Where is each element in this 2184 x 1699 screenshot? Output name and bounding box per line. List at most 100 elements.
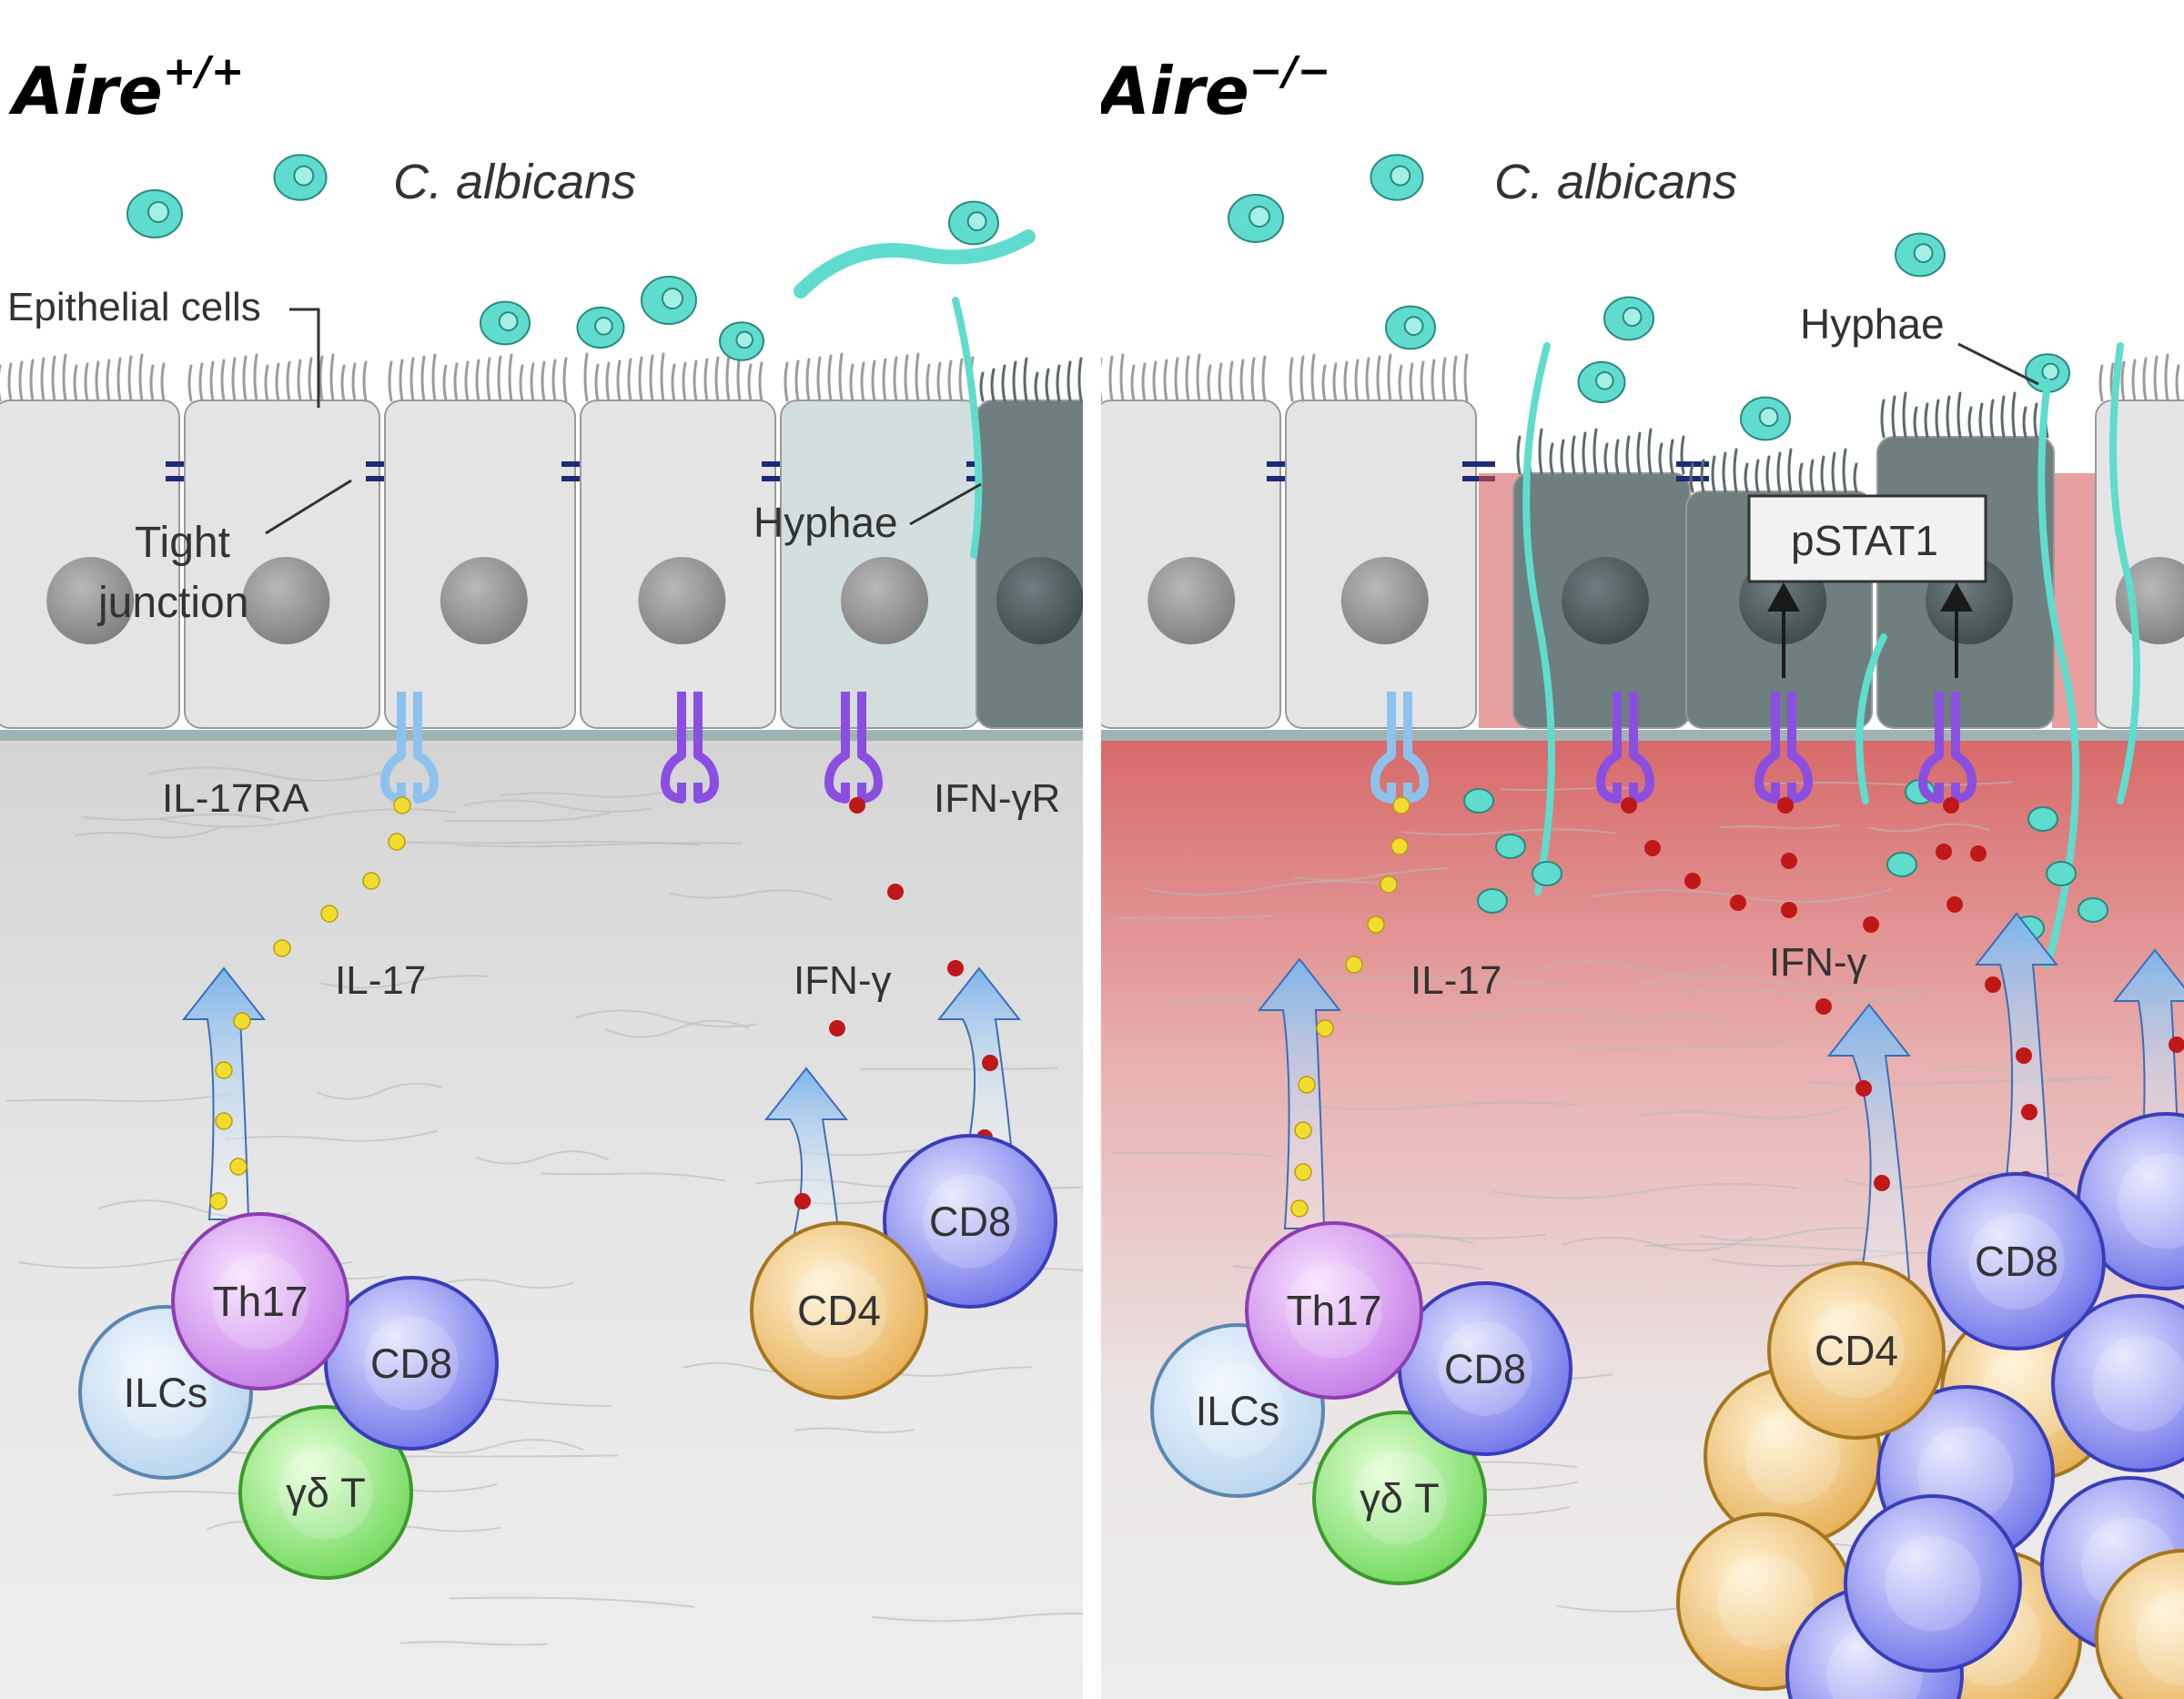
- il17-molecule: [229, 1158, 248, 1176]
- il17ra-receptor: [380, 692, 439, 804]
- gdt-cell: [1312, 1411, 1487, 1585]
- ifng-molecule: [947, 960, 964, 976]
- microvillus: [519, 364, 524, 402]
- microvillus: [7, 362, 13, 402]
- microvillus: [51, 355, 56, 402]
- microvillus: [442, 364, 448, 402]
- microvillus: [351, 362, 357, 402]
- tissue-fiber: [1671, 987, 1922, 1003]
- microvillus: [1700, 459, 1705, 493]
- hyphae-leader: [909, 482, 982, 526]
- microvillus: [308, 357, 313, 402]
- microvillus: [1680, 435, 1685, 475]
- microvillus: [2120, 360, 2126, 402]
- il17-molecule: [233, 1012, 251, 1030]
- ifngr-receptor: [661, 692, 719, 804]
- microvillus: [1119, 353, 1125, 402]
- cell-nucleus: [2136, 1590, 2184, 1686]
- tissue-fiber: [449, 1596, 695, 1608]
- receptor-group: [380, 692, 883, 804]
- cd8-cell: [324, 1276, 499, 1451]
- il17-molecule: [1380, 875, 1398, 894]
- microvillus: [2000, 395, 2006, 439]
- ifng-molecule: [1781, 902, 1797, 918]
- microvillus: [1354, 359, 1360, 402]
- microvillus: [936, 361, 942, 402]
- microvillus: [714, 356, 720, 402]
- tissue-fiber: [399, 1641, 548, 1646]
- signal-arrow: [936, 966, 1022, 1157]
- microvillus: [116, 357, 122, 402]
- microvillus: [660, 352, 665, 402]
- microvillus: [362, 360, 368, 402]
- yeast-vacuole: [1913, 243, 1934, 264]
- microvillus: [1023, 357, 1028, 402]
- microvillus: [1978, 402, 1984, 439]
- microvillus: [1647, 428, 1653, 475]
- cd4-cell-label: CD4: [797, 1287, 881, 1334]
- microvillus: [18, 360, 24, 402]
- tissue-fiber: [1284, 976, 1567, 986]
- hyphae-leader: [1957, 342, 2039, 386]
- ifng-molecule: [2169, 1037, 2184, 1053]
- il17-molecule: [320, 905, 339, 923]
- ifng-label: IFN-γ: [1769, 940, 1867, 985]
- cell-nucleus: [1190, 1363, 1285, 1458]
- ifngr-receptor: [1596, 692, 1654, 804]
- tissue-fiber: [1805, 1077, 2116, 1086]
- microvillus: [486, 357, 491, 402]
- microvillus: [1152, 360, 1158, 402]
- ifng-molecule: [2016, 1047, 2032, 1064]
- signal-arrow: [1257, 957, 1342, 1229]
- tissue-fiber: [74, 826, 222, 839]
- microvillus: [649, 354, 654, 402]
- yeast-vacuole: [1390, 165, 1411, 187]
- tissue-fiber: [1718, 824, 1840, 830]
- receptor-group: [1370, 692, 1977, 804]
- ifng-molecule: [2021, 1104, 2037, 1120]
- tissue-fiber: [396, 840, 701, 846]
- microvillus: [925, 363, 931, 402]
- pstat1-box: pSTAT1: [1747, 494, 1987, 678]
- microvillus: [915, 352, 920, 402]
- candida-label: C. albicans: [393, 155, 636, 209]
- panel-title: Aire+/+: [8, 48, 245, 129]
- epithelial-cells-label: Epithelial cells: [7, 285, 261, 329]
- microvillus: [594, 363, 600, 402]
- microvillus: [794, 359, 800, 402]
- microvillus: [475, 359, 480, 402]
- microvillus: [562, 357, 568, 402]
- cd4-cell-label: CD4: [1815, 1327, 1898, 1374]
- il17-molecule: [1390, 837, 1409, 855]
- microvillus: [1582, 431, 1587, 475]
- microvillus: [1733, 448, 1738, 493]
- tissue-fiber: [319, 975, 490, 989]
- cd8-cell: [883, 1134, 1057, 1309]
- microvillus: [1722, 451, 1727, 493]
- basement-membrane: [1101, 730, 2184, 741]
- microvillus: [1967, 406, 1973, 439]
- tissue-fiber: [226, 1129, 438, 1142]
- microvillus: [990, 368, 996, 402]
- nucleus: [638, 557, 726, 644]
- tissue-fiber: [1541, 960, 1730, 976]
- hyphae-strand: [952, 297, 983, 559]
- cell-nucleus: [791, 1262, 887, 1359]
- microvillus: [73, 364, 78, 402]
- microvillus: [816, 356, 822, 402]
- microvillus: [2131, 359, 2137, 402]
- il17-molecule: [393, 796, 411, 814]
- microvillus: [1603, 442, 1609, 475]
- yeast-vacuole: [1249, 206, 1270, 228]
- microvillus: [1765, 455, 1771, 493]
- ifng-molecule: [1777, 797, 1794, 814]
- microvillus: [1636, 431, 1642, 475]
- microvillus: [2153, 355, 2159, 402]
- nucleus: [46, 557, 135, 644]
- tissue-fiber: [1562, 1235, 1754, 1252]
- microvillus: [106, 359, 111, 402]
- tissue-fiber: [1699, 1227, 1876, 1241]
- ifng-molecule: [794, 1193, 811, 1209]
- microvillus: [1776, 451, 1782, 493]
